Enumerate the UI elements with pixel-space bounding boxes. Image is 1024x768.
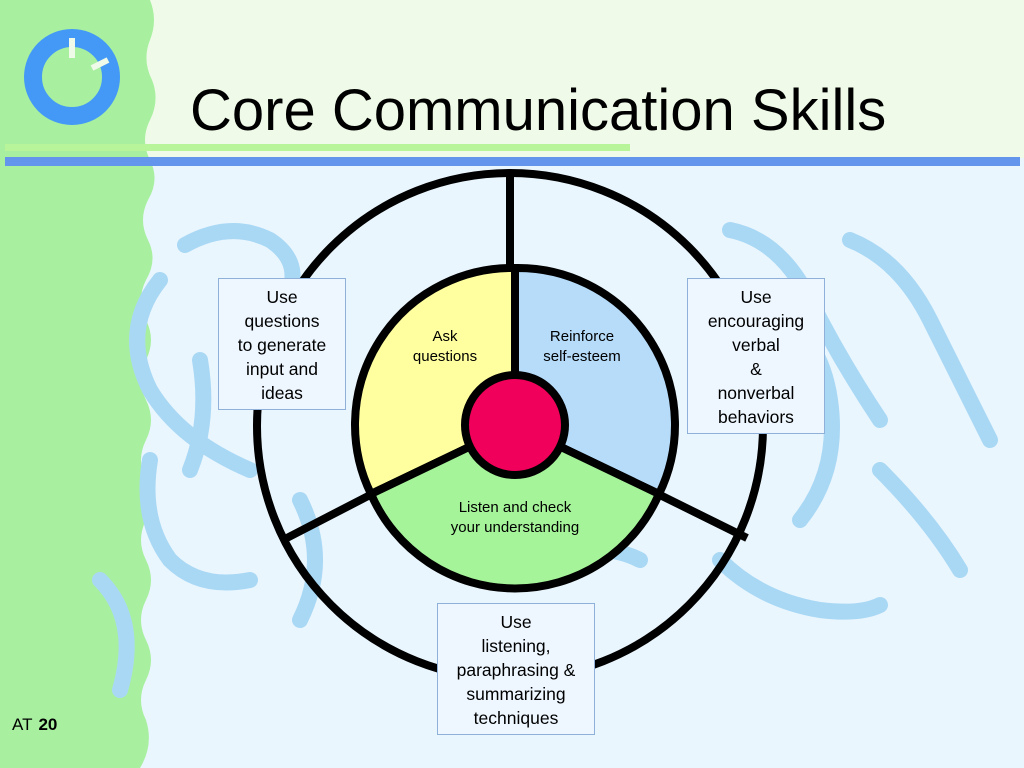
callout-questions: Use questions to generate input and idea… <box>218 278 346 410</box>
spoke-right <box>656 490 749 542</box>
wheel-hub <box>461 371 569 479</box>
rule-green <box>5 144 630 151</box>
slide-footer: AT 20 <box>12 715 57 735</box>
callout-encouraging: Use encouraging verbal & nonverbal behav… <box>687 278 825 434</box>
rule-blue <box>5 157 1020 166</box>
segment-label-reinforce: Reinforce self-esteem <box>543 328 621 365</box>
callout-listening: Use listening, paraphrasing & summarizin… <box>437 603 595 735</box>
logo-ring-icon <box>24 29 120 125</box>
left-green-band <box>0 0 156 768</box>
top-band <box>0 0 1024 158</box>
spoke-left <box>281 490 374 544</box>
slide-title: Core Communication Skills <box>190 78 887 143</box>
page-number: 20 <box>38 715 58 734</box>
segment-label-listen: Listen and check your understanding <box>450 499 580 536</box>
segment-label-ask: Ask questions <box>412 328 478 365</box>
segment-listen <box>365 420 665 593</box>
footer-initials: AT <box>12 715 33 734</box>
